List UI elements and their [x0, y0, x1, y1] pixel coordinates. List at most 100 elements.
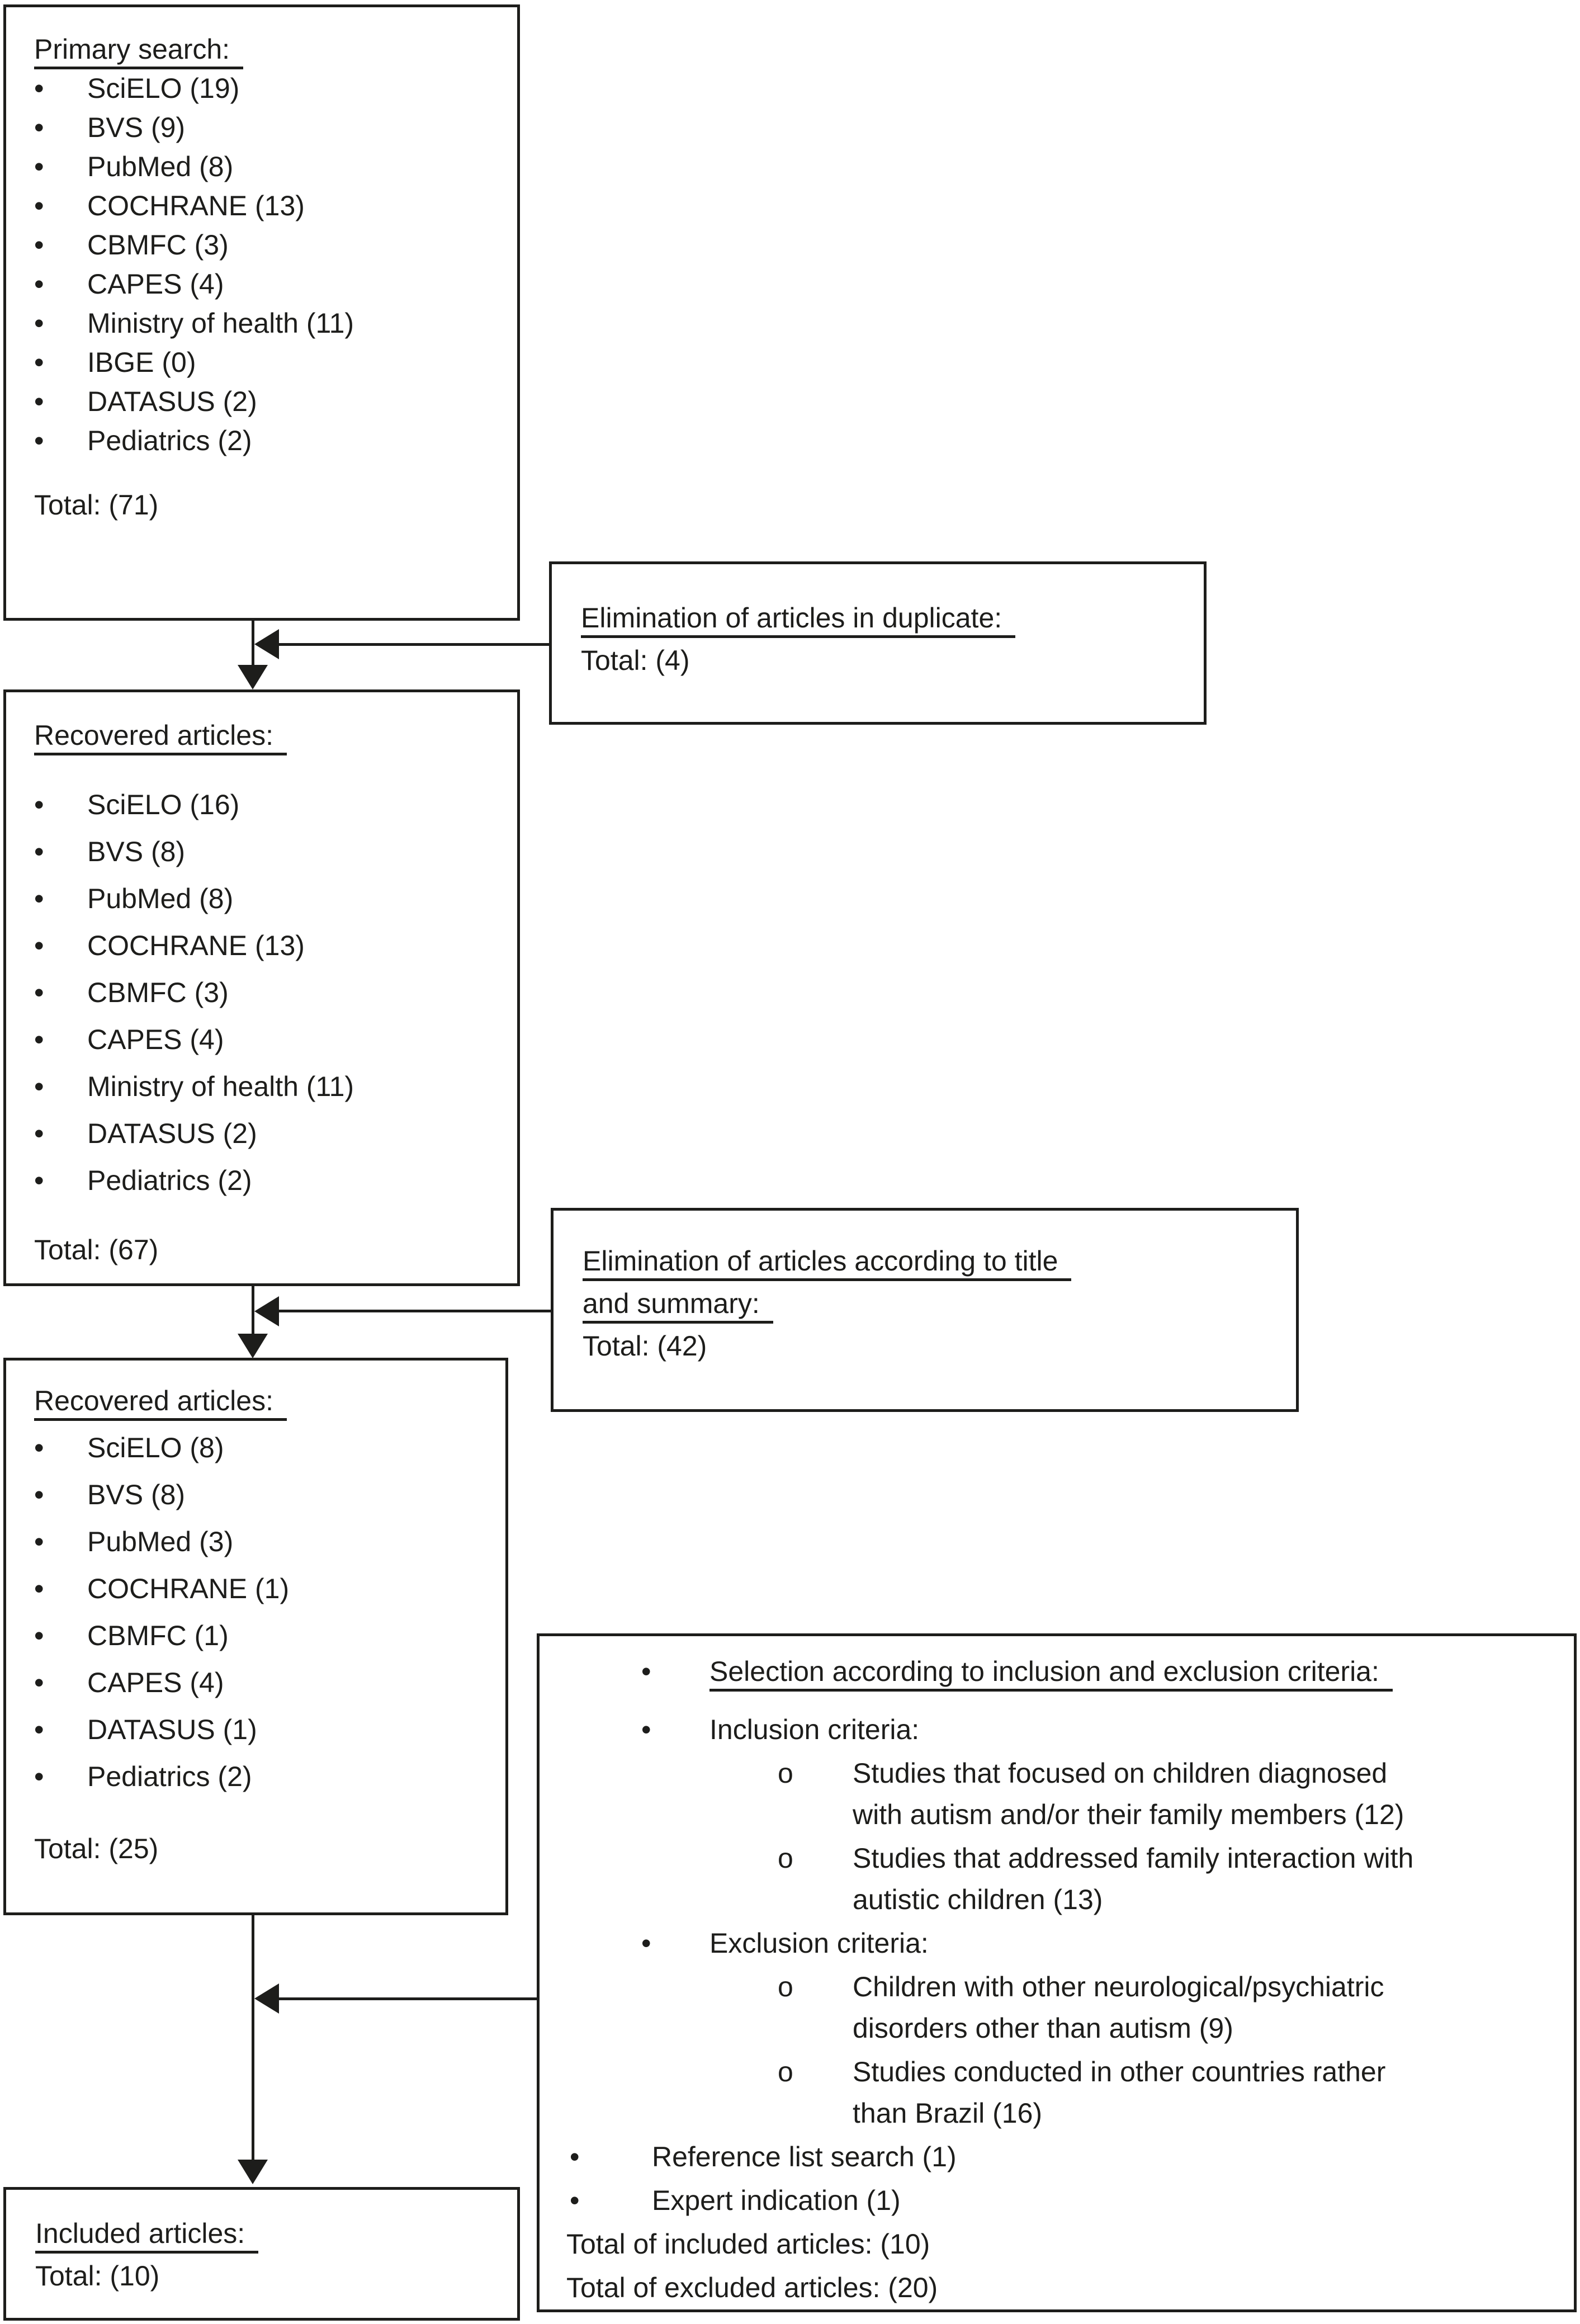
- list-item-label: SciELO (19): [87, 73, 240, 104]
- list-item: • DATASUS (1): [34, 1706, 490, 1753]
- list-item-label: CBMFC (1): [87, 1620, 229, 1651]
- connector-line-selection: [279, 1997, 537, 2000]
- list-item-label: Studies that focused on children diagnos…: [853, 1758, 1404, 1830]
- list-item: •Pediatrics (2): [34, 1157, 502, 1204]
- list-item-label: BVS (8): [87, 836, 186, 867]
- spacer: [34, 759, 502, 781]
- box-title-line2: and summary:: [583, 1282, 1279, 1325]
- list-item-label: BVS (9): [87, 112, 186, 143]
- bullet-icon: •: [34, 1024, 44, 1055]
- list-item: •CAPES (4): [34, 264, 502, 304]
- arrow-down-icon: [238, 1334, 268, 1358]
- list-item-label: Ministry of health (11): [87, 1071, 354, 1102]
- list-item: •DATASUS (2): [34, 382, 502, 421]
- bullet-icon: •: [34, 112, 44, 143]
- list-item: • SciELO (8): [34, 1424, 490, 1471]
- list-item: • IBGE (0): [34, 343, 502, 382]
- primary-search-box: Primary search: •SciELO (19)•BVS (9)•Pub…: [3, 4, 520, 621]
- bullet-icon: •: [570, 2141, 580, 2172]
- list-item: •Pediatrics (2): [34, 1753, 490, 1800]
- spacer: [34, 1800, 490, 1825]
- list-item-label: COCHRANE (13): [87, 190, 305, 221]
- bullet-icon: •: [34, 1714, 44, 1745]
- sub-bullet-icon: o: [778, 1758, 793, 1789]
- list-item: • Pediatrics (2): [34, 421, 502, 460]
- box-title: Primary search:: [34, 30, 502, 69]
- list-item-label: SciELO (8): [87, 1432, 224, 1463]
- list-item-label: Pediatrics (2): [87, 1761, 252, 1792]
- box-title-text: Elimination of articles according to tit…: [583, 1245, 1072, 1281]
- box-title-text: Primary search:: [34, 34, 244, 69]
- list-item: •BVS (8): [34, 1471, 490, 1518]
- bullet-icon: •: [34, 1071, 44, 1102]
- sub-bullet-icon: o: [778, 1843, 793, 1874]
- bullet-icon: •: [641, 1714, 651, 1745]
- bullet-icon: •: [34, 1526, 44, 1557]
- list-item-label: Studies that addressed family interactio…: [853, 1843, 1414, 1915]
- spacer: [34, 460, 502, 485]
- bullet-icon: •: [34, 1165, 44, 1196]
- list-item-label: Pediatrics (2): [87, 425, 252, 456]
- list-item: o Studies that focused on children diagno…: [540, 1753, 1440, 1835]
- list-item-label: CAPES (4): [87, 268, 224, 300]
- arrow-left-icon: [254, 1983, 279, 2014]
- list-item: • BVS (9): [34, 108, 502, 147]
- bullet-icon: •: [34, 1432, 44, 1463]
- bullet-icon: •: [34, 425, 44, 456]
- connector-line-2: [252, 1286, 254, 1335]
- recovered-articles-box-1: Recovered articles: •SciELO (16)•BVS (8)…: [3, 689, 520, 1286]
- list-item: • Ministry of health (11): [34, 1063, 502, 1110]
- included-articles-box: Included articles: Total: (10): [3, 2187, 520, 2321]
- bullet-icon: •: [570, 2185, 580, 2216]
- list-item: Total of excluded articles: (20): [540, 2267, 1554, 2308]
- sub-bullet-icon: o: [778, 2056, 793, 2087]
- box-title-text: Recovered articles:: [34, 720, 287, 755]
- inclusion-items-list: o Studies that focused on children diagno…: [540, 1753, 1554, 1920]
- list-item-label: Total of excluded articles: (20): [566, 2272, 938, 2303]
- list-item-label: COCHRANE (13): [87, 930, 305, 961]
- list-item-label: PubMed (3): [87, 1526, 234, 1557]
- bullet-icon: •: [34, 1620, 44, 1651]
- list-item-label: IBGE (0): [87, 347, 196, 378]
- elimination-title-summary-box: Elimination of articles according to tit…: [551, 1208, 1299, 1412]
- primary-search-list: •SciELO (19)•BVS (9)•PubMed (8)•COCHRANE…: [34, 69, 502, 460]
- connector-line-3: [252, 1915, 254, 2161]
- box-total: Total: (25): [34, 1833, 159, 1864]
- list-item-label: BVS (8): [87, 1479, 186, 1510]
- bullet-icon: •: [641, 1928, 651, 1959]
- bullet-icon: •: [34, 836, 44, 867]
- bullet-icon: •: [34, 1118, 44, 1149]
- recovered-list-1: •SciELO (16)•BVS (8)•PubMed (8)•COCHRANE…: [34, 781, 502, 1204]
- selection-criteria-box: •Selection according to inclusion and ex…: [537, 1633, 1577, 2312]
- list-item-label: DATASUS (1): [87, 1714, 257, 1745]
- bullet-icon: •: [34, 930, 44, 961]
- box-title-text: Included articles:: [35, 2218, 259, 2254]
- list-item-label: CBMFC (3): [87, 977, 229, 1008]
- bullet-icon: •: [34, 347, 44, 378]
- exclusion-criteria-label: •Exclusion criteria:: [540, 1923, 1554, 1964]
- recovered-list-2: •SciELO (8)•BVS (8)•PubMed (3)•COCHRANE …: [34, 1424, 490, 1800]
- list-item: •CBMFC (3): [34, 969, 502, 1016]
- box-title-text: and summary:: [583, 1288, 773, 1324]
- list-item: •Ministry of health (11): [34, 304, 502, 343]
- box-total: Total: (67): [34, 1234, 159, 1265]
- connector-line-elimination-1: [279, 643, 549, 646]
- box-total: Total: (42): [583, 1330, 707, 1362]
- box-title: Recovered articles:: [34, 712, 502, 759]
- list-item-label: PubMed (8): [87, 883, 234, 914]
- list-item: • PubMed (3): [34, 1518, 490, 1565]
- list-item-label: Ministry of health (11): [87, 308, 354, 339]
- list-item-label: Studies conducted in other countries rat…: [853, 2056, 1386, 2129]
- arrow-down-icon: [238, 2160, 268, 2184]
- list-item-label: CAPES (4): [87, 1024, 224, 1055]
- bullet-icon: •: [34, 883, 44, 914]
- list-item: o Studies conducted in other countries ra…: [540, 2051, 1440, 2134]
- connector-line-elimination-2: [279, 1310, 551, 1312]
- list-item: • CAPES (4): [34, 1016, 502, 1063]
- bullet-icon: •: [641, 1656, 651, 1687]
- arrow-left-icon: [254, 629, 279, 659]
- bullet-icon: •: [34, 190, 44, 221]
- list-item-label: Expert indication (1): [652, 2185, 901, 2216]
- box-title: Recovered articles:: [34, 1377, 490, 1424]
